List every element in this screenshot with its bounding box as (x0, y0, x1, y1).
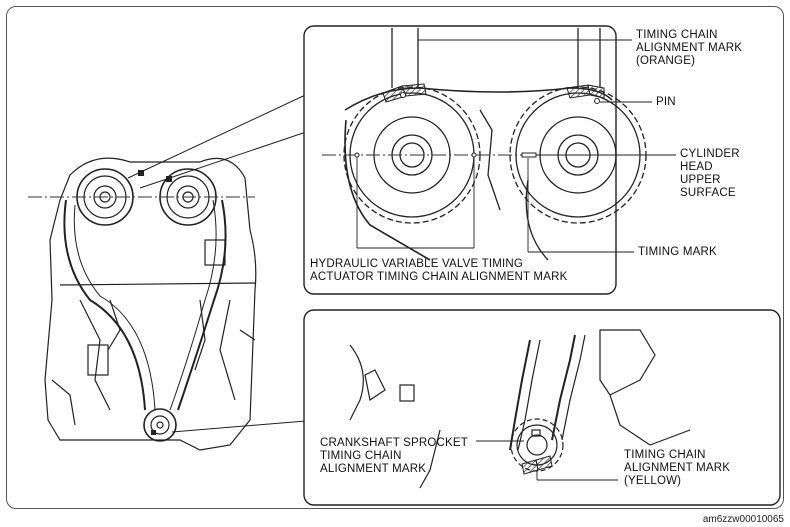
label-hvvt-mark: HYDRAULIC VARIABLE VALVE TIMING ACTUATOR… (310, 258, 568, 283)
mark-dot (138, 170, 144, 176)
label-orange-mark: TIMING CHAIN ALIGNMENT MARK (ORANGE) (636, 29, 743, 67)
label-yellow-mark: TIMING CHAIN ALIGNMENT MARK (YELLOW) (624, 449, 731, 487)
diagram-frame (6, 6, 784, 509)
mark-dot (151, 430, 156, 435)
image-code: am6zzw00010065 (702, 514, 784, 525)
engine-overview (44, 157, 257, 451)
pin-right (594, 98, 600, 104)
crank-detail (349, 329, 691, 489)
label-crank-mark: CRANKSHAFT SPROCKET TIMING CHAIN ALIGNME… (320, 437, 468, 475)
pin-left (400, 92, 406, 98)
yellow-mark-2 (535, 455, 553, 471)
label-pin: PIN (656, 96, 676, 108)
label-cylinder-head: CYLINDER HEAD UPPER SURFACE (680, 148, 740, 199)
callout-leaders-top (356, 39, 676, 253)
label-timing-mark: TIMING MARK (638, 246, 717, 258)
callout-leaders-bottom (476, 440, 618, 481)
detail-panel-crank (303, 309, 781, 506)
mark-dot (166, 176, 172, 182)
orange-mark-right-2 (587, 84, 605, 99)
